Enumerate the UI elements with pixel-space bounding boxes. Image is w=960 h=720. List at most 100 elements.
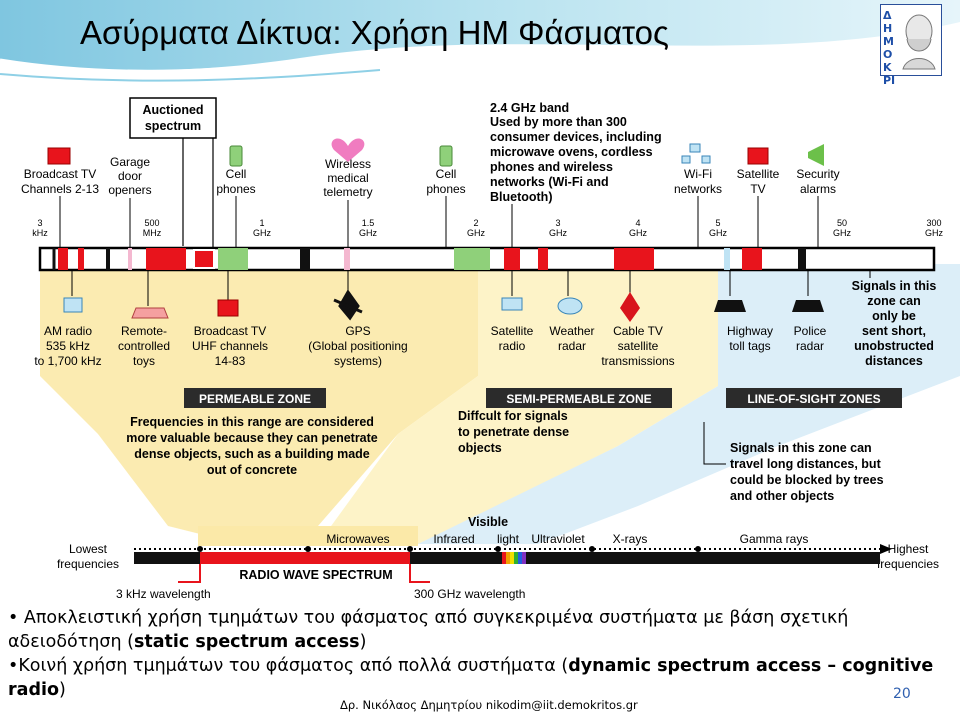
cell-phones-2-label-2: phones [426, 182, 465, 196]
ultraviolet-label: Ultraviolet [531, 532, 585, 546]
permeable-zone-label: PERMEABLE ZONE [199, 392, 311, 406]
radio-icon [63, 297, 83, 313]
satellite-icon [333, 289, 363, 321]
tick-value: 2 [473, 218, 478, 228]
slide-header: Ασύρματα Δίκτυα: Χρήση ΗΜ Φάσματος ΔΗΜΟΚ… [0, 0, 960, 88]
permeable-line-4: out of concrete [207, 463, 297, 477]
wavelength-low-label: 3 kHz wavelength [116, 587, 211, 601]
cloud-icon [557, 297, 583, 315]
toy-car-icon [131, 307, 169, 319]
remote-toys-label-1: Remote- [121, 324, 167, 338]
tick-unit: GHz [833, 228, 852, 238]
cell-phones-1-label-1: Cell [226, 167, 247, 181]
wavelength-high-label: 300 GHz wavelength [414, 587, 525, 601]
security-label-2: alarms [800, 182, 836, 196]
tick-value: 4 [635, 218, 640, 228]
cable-tv-label-3: transmissions [601, 354, 674, 368]
tick-value: 500 [144, 218, 159, 228]
gamma-rays-label: Gamma rays [740, 532, 809, 546]
bullet-static: • Αποκλειστική χρήση τμημάτων του φάσματ… [8, 606, 948, 654]
xrays-label: X-rays [613, 532, 648, 546]
tick-unit: GHz [925, 228, 944, 238]
los-short-line-3: only be [872, 309, 916, 323]
satellite-tv-label-1: Satellite [737, 167, 780, 181]
tick-value: 3 [555, 218, 560, 228]
am-radio-label-1: AM radio [44, 324, 92, 338]
bullet-text-end: ) [59, 680, 66, 700]
gps-label-2: (Global positioning [308, 339, 407, 353]
frequency-bar [38, 246, 936, 272]
wifi-network-icon [681, 143, 711, 164]
satellite-tv-icon [747, 147, 769, 165]
broadcast-tv-label-1: Broadcast TV [24, 167, 96, 181]
logo: ΔΗΜΟΚΡΙΤΟΣ [880, 4, 942, 88]
tv-icon [217, 299, 239, 317]
infrared-label: Infrared [433, 532, 474, 546]
uhf-label-3: 14-83 [215, 354, 246, 368]
bullet-prefix: • [8, 608, 24, 628]
garage-label-3: openers [108, 183, 151, 197]
header-waves [0, 0, 960, 88]
bullet-text-end: ) [359, 632, 367, 652]
microwaves-label: Microwaves [326, 532, 389, 546]
toll-tags-label-1: Highway [727, 324, 773, 338]
semi-line-1: Diffcult for signals [458, 409, 568, 423]
bullet-dynamic: •Κοινή χρήση τμημάτων του φάσματος από π… [8, 654, 948, 702]
los-short-text: Signals in this zone can only be sent sh… [852, 279, 937, 368]
cell-phone-icon [229, 145, 243, 167]
heart-icon [331, 138, 365, 162]
los-callout-line [703, 422, 726, 465]
uhf-label-2: UHF channels [192, 339, 268, 353]
line-of-sight-zone-area [418, 264, 960, 544]
wireless-medical-label-2: medical [327, 171, 368, 185]
spectrum-funnel [198, 526, 418, 546]
tick-unit: GHz [359, 228, 378, 238]
semi-permeable-text: Diffcult for signals to penetrate dense … [458, 409, 569, 455]
alarm-icon [808, 144, 824, 166]
los-line-2: travel long distances, but [730, 457, 882, 471]
tick-value: 1 [259, 218, 264, 228]
police-radar-label-1: Police [794, 324, 827, 338]
los-line-4: and other objects [730, 489, 834, 503]
car-icon [714, 300, 746, 312]
permeable-zone-badge [184, 388, 326, 408]
gps-label-1: GPS [345, 324, 370, 338]
auctioned-label-2: spectrum [145, 119, 201, 133]
radio-band-segment [200, 552, 410, 564]
satellite-radio-label-2: radio [499, 339, 526, 353]
satellite-icon [620, 292, 640, 322]
bullet-bold: dynamic spectrum access – cognitive radi… [8, 656, 934, 700]
connector-lines [59, 196, 819, 306]
toll-tags-label-2: toll tags [729, 339, 770, 353]
band-24-line-5: phones and wireless [490, 160, 613, 174]
semi-permeable-zone-label: SEMI-PERMEABLE ZONE [506, 392, 651, 406]
tick-value: 5 [715, 218, 720, 228]
satellite-radio-label-1: Satellite [491, 324, 534, 338]
highest-label-1: Highest [888, 542, 929, 556]
band-24-line-7: Bluetooth) [490, 190, 552, 204]
los-line-3: could be blocked by trees [730, 473, 884, 487]
band-24-line-3: consumer devices, including [490, 130, 662, 144]
los-short-line-4: sent short, [862, 324, 926, 338]
wifi-label-2: networks [674, 182, 722, 196]
tick-unit: kHz [32, 228, 48, 238]
tick-unit: GHz [467, 228, 486, 238]
tick-value: 50 [837, 218, 847, 228]
tick-value: 300 [926, 218, 941, 228]
radio-wave-spectrum-label: RADIO WAVE SPECTRUM [239, 568, 392, 582]
slide-bullets: • Αποκλειστική χρήση τμημάτων του φάσματ… [8, 606, 948, 702]
em-spectrum: Lowest frequencies Highest frequencies V… [57, 515, 939, 601]
weather-radar-label-1: Weather [549, 324, 594, 338]
tick-unit: GHz [253, 228, 272, 238]
frequency-ticks: 3 kHz 500 MHz 1 GHz 1.5 GHz 2 GHz 3 GHz … [32, 218, 943, 238]
bottom-labels: AM radio 535 kHz to 1,700 kHz Remote- co… [34, 324, 826, 368]
gps-label-3: systems) [334, 354, 382, 368]
tick-value: 1.5 [362, 218, 375, 228]
los-line-1: Signals in this zone can [730, 441, 872, 455]
broadcast-tv-label-2: Channels 2-13 [21, 182, 99, 196]
remote-toys-label-2: controlled [118, 339, 170, 353]
radio-wave-spectrum-badge [224, 566, 408, 582]
security-label-1: Security [796, 167, 839, 181]
satellite-tv-label-2: TV [750, 182, 765, 196]
band-24-annotation: 2.4 GHz band Used by more than 300 consu… [490, 101, 662, 204]
